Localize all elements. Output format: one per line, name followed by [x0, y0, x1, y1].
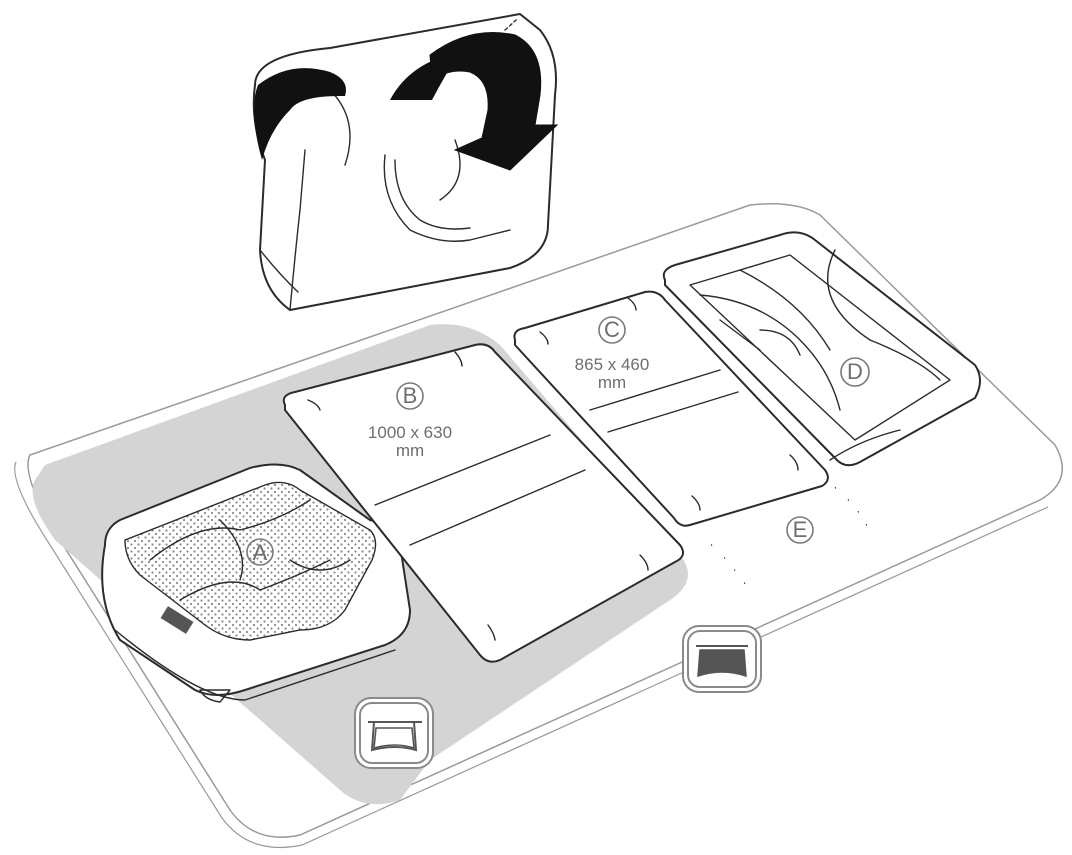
label-c-dim-line2: mm — [598, 373, 626, 392]
travel-cot-mode-icon — [683, 626, 761, 692]
label-b-dim-line2: mm — [396, 441, 424, 460]
label-b-dim-line1: 1000 x 630 — [368, 423, 452, 442]
label-c-letter: C — [604, 317, 620, 342]
label-d-letter: D — [847, 359, 863, 384]
label-b-letter: B — [403, 383, 418, 408]
label-c-dim-line1: 865 x 460 — [575, 355, 650, 374]
label-d: D — [841, 358, 869, 386]
label-e-letter: E — [793, 517, 808, 542]
bassinet-mode-icon — [355, 698, 433, 768]
carry-bag — [254, 14, 557, 310]
label-a-letter: A — [253, 540, 268, 565]
